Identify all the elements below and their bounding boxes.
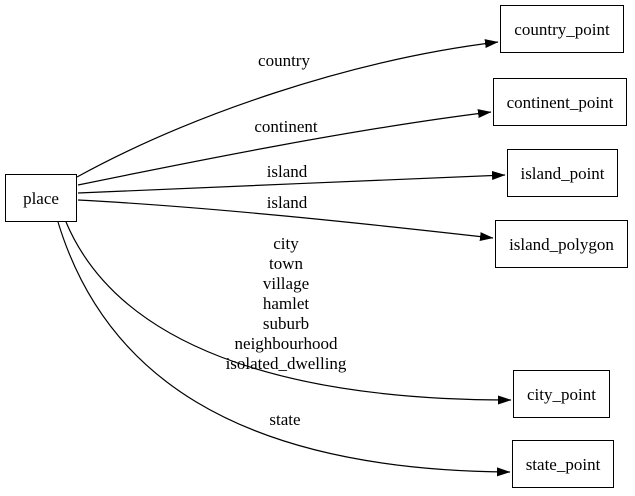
- node-island_polygon: island_polygon: [495, 220, 628, 268]
- edge-place-state_point: [57, 221, 511, 477]
- edge-place-island_point: [77, 170, 506, 194]
- edge-label-line: suburb: [262, 314, 310, 333]
- edge-label-line: town: [269, 254, 303, 273]
- node-label-continent_point: continent_point: [506, 92, 614, 112]
- edge-label-line: continent: [254, 117, 318, 136]
- edge-label-place-country_point: country: [258, 51, 310, 71]
- edge-label-line: city: [273, 234, 299, 253]
- edge-label-line: hamlet: [262, 294, 310, 313]
- edge-label-line: village: [262, 274, 310, 293]
- edge-label-line: isolated_dwelling: [225, 354, 347, 373]
- edge-place-country_point: [76, 39, 499, 178]
- node-label-place: place: [23, 188, 59, 208]
- node-country_point: country_point: [500, 5, 624, 53]
- node-label-country_point: country_point: [514, 19, 610, 39]
- edge-label-place-state_point: state: [269, 410, 300, 430]
- node-place: place: [5, 174, 77, 222]
- edge-place-city_point: [65, 221, 512, 405]
- node-label-island_point: island_point: [520, 163, 605, 183]
- node-state_point: state_point: [512, 440, 614, 488]
- node-island_point: island_point: [507, 149, 618, 197]
- node-continent_point: continent_point: [493, 78, 627, 126]
- edge-label-line: island: [266, 193, 308, 212]
- edge-label-line: island: [266, 162, 308, 181]
- edge-label-place-island_point: island: [267, 162, 308, 182]
- node-city_point: city_point: [513, 370, 610, 418]
- edge-label-place-island_polygon: island: [267, 193, 308, 213]
- edge-label-line: country: [258, 51, 310, 70]
- edge-label-line: neighbourhood: [234, 334, 338, 353]
- node-label-city_point: city_point: [527, 384, 596, 404]
- node-label-state_point: state_point: [525, 454, 601, 474]
- edge-place-continent_point: [77, 109, 492, 186]
- node-label-island_polygon: island_polygon: [509, 234, 614, 254]
- edge-place-island_polygon: [77, 199, 494, 242]
- edge-label-line: state: [269, 410, 301, 429]
- edge-label-place-continent_point: continent: [254, 117, 317, 137]
